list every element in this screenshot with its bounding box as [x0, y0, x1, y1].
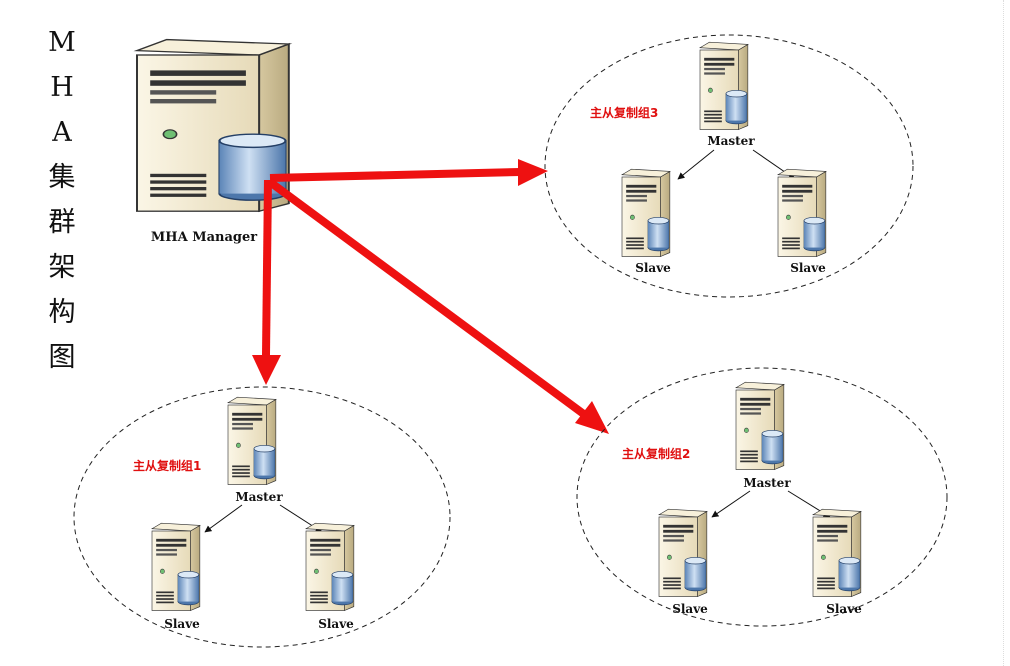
- group2-label: 主从复制组2: [622, 446, 690, 461]
- group3-link-left: [677, 149, 715, 180]
- title-char: H: [50, 72, 74, 103]
- title-char: M: [48, 27, 76, 58]
- page-edge-rule: [1003, 0, 1004, 666]
- group2-boundary: [576, 367, 948, 627]
- title-char: 架: [48, 252, 76, 283]
- replication-group-3: 主从复制组3 Master Slave Slave: [544, 34, 914, 298]
- title-char: 群: [48, 207, 76, 238]
- replication-group-2: 主从复制组2 Master Slave Slave: [576, 367, 948, 627]
- group1-master-label: Master: [235, 490, 283, 504]
- arrow-to-group2: [267, 178, 588, 419]
- arrow-to-group3: [269, 168, 521, 182]
- arrowhead-group1: [252, 355, 281, 385]
- group3-slave2-server-icon: [777, 168, 827, 257]
- group1-link-left: [204, 504, 243, 533]
- group2-slave2-label: Slave: [826, 602, 862, 616]
- group3-slave2-label: Slave: [790, 261, 826, 275]
- title-char: 构: [48, 297, 76, 328]
- group1-boundary: [73, 386, 451, 648]
- group3-slave1-server-icon: [621, 168, 671, 257]
- group1-slave2-server-icon: [305, 522, 355, 611]
- group2-slave2-server-icon: [812, 508, 862, 597]
- group1-slave1-label: Slave: [164, 617, 200, 631]
- group2-slave1-label: Slave: [672, 602, 708, 616]
- group3-master-server-icon: [699, 41, 749, 130]
- title-char: A: [52, 117, 72, 148]
- group3-slave1-label: Slave: [635, 261, 671, 275]
- group3-boundary: [544, 34, 914, 298]
- group2-master-server-icon: [735, 381, 785, 470]
- group1-slave2-label: Slave: [318, 617, 354, 631]
- replication-group-1: 主从复制组1 Master Slave Slave: [73, 386, 451, 648]
- group2-link-left: [711, 490, 751, 518]
- group1-master-server-icon: [227, 396, 277, 485]
- manager-arrows: [252, 159, 609, 434]
- title-char: 集: [48, 162, 76, 193]
- group2-slave1-server-icon: [658, 508, 708, 597]
- title-char: 图: [48, 342, 76, 373]
- group3-label: 主从复制组3: [590, 105, 658, 120]
- diagram-title: M H A 集 群 架 构 图: [46, 20, 78, 380]
- arrow-to-group1: [262, 179, 272, 356]
- group1-slave1-server-icon: [151, 522, 201, 611]
- arrowhead-group3: [518, 159, 548, 186]
- group3-master-label: Master: [707, 134, 755, 148]
- group2-master-label: Master: [743, 476, 791, 490]
- arrowhead-group2: [575, 401, 609, 434]
- group1-label: 主从复制组1: [133, 458, 201, 473]
- manager-label: MHA Manager: [151, 230, 257, 245]
